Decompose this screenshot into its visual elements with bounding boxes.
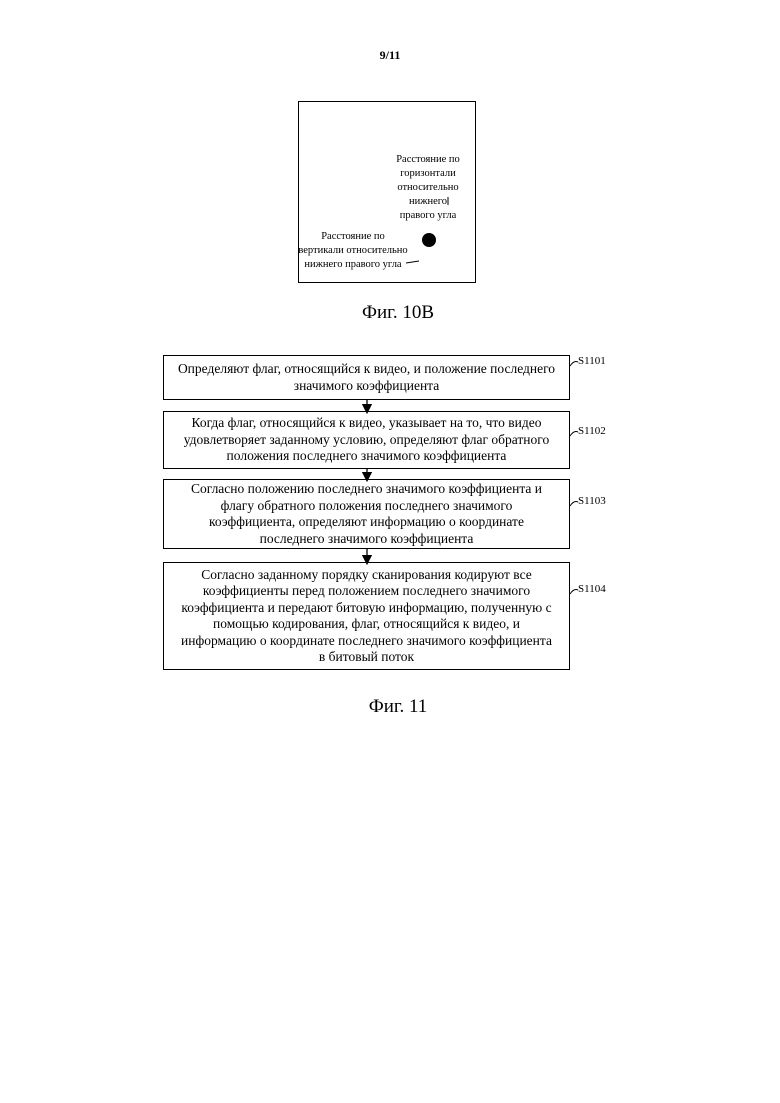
leader-s1102 (570, 432, 578, 437)
leader-s1101 (570, 362, 578, 367)
leader-s1104 (570, 590, 578, 595)
step-id-s1101: S1101 (578, 355, 606, 367)
step-id-s1102: S1102 (578, 425, 606, 437)
step-id-s1103: S1103 (578, 495, 606, 507)
leader-s1103 (570, 502, 578, 507)
flowchart-connectors (0, 0, 780, 760)
figure-11-caption: Фиг. 11 (338, 696, 458, 718)
step-id-s1104: S1104 (578, 583, 606, 595)
